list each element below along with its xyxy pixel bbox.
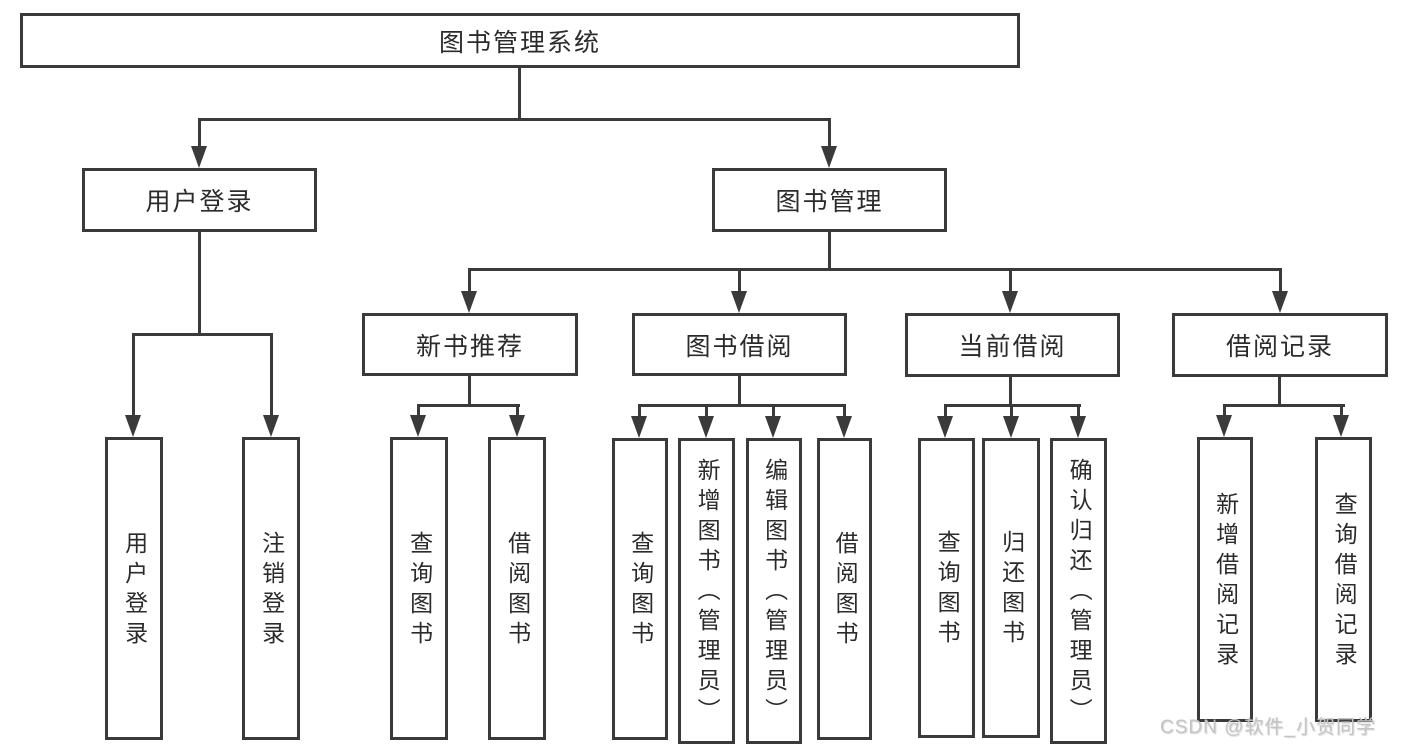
connector-line bbox=[468, 268, 1281, 271]
connector-line bbox=[638, 404, 641, 417]
connector-line bbox=[468, 376, 471, 406]
arrow-down-icon bbox=[821, 146, 837, 168]
arrow-down-icon bbox=[631, 416, 647, 438]
node-book-borrowing: 图书借阅 bbox=[632, 313, 847, 376]
connector-line bbox=[516, 404, 519, 416]
arrow-down-icon bbox=[937, 416, 953, 438]
connector-line bbox=[468, 268, 471, 293]
connector-line bbox=[828, 232, 831, 270]
connector-line bbox=[1009, 268, 1012, 293]
connector-line bbox=[705, 404, 708, 417]
leaf-logout: 注销登录 bbox=[242, 437, 300, 740]
connector-line bbox=[198, 232, 201, 335]
arrow-down-icon bbox=[125, 415, 141, 437]
arrow-down-icon bbox=[731, 291, 747, 313]
connector-line bbox=[270, 333, 273, 415]
node-current-borrowing: 当前借阅 bbox=[905, 313, 1120, 377]
connector-line bbox=[1278, 377, 1281, 406]
arrow-down-icon bbox=[191, 146, 207, 168]
connector-line bbox=[417, 404, 520, 407]
connector-line bbox=[772, 404, 775, 417]
connector-line bbox=[198, 118, 831, 121]
connector-line bbox=[828, 118, 831, 148]
connector-line bbox=[132, 333, 135, 415]
connector-line bbox=[1077, 404, 1080, 417]
arrow-down-icon bbox=[1272, 291, 1288, 313]
connector-line bbox=[132, 333, 273, 336]
node-user-login: 用户登录 bbox=[82, 168, 317, 232]
leaf-user-login: 用户登录 bbox=[105, 437, 163, 740]
leaf-borrow-books-recommend: 借阅图书 bbox=[488, 437, 546, 740]
watermark-text: CSDN @软件_小贺同学 bbox=[1160, 717, 1376, 738]
connector-line bbox=[738, 376, 741, 406]
leaf-query-borrow-record: 查询借阅记录 bbox=[1315, 437, 1372, 722]
connector-line bbox=[417, 404, 420, 416]
arrow-down-icon bbox=[698, 416, 714, 438]
arrow-down-icon bbox=[410, 415, 426, 437]
arrow-down-icon bbox=[1070, 416, 1086, 438]
node-new-book-recommendation: 新书推荐 bbox=[362, 313, 578, 376]
leaf-edit-book-admin: 编辑图书（管理员） bbox=[746, 438, 802, 744]
node-borrowing-records: 借阅记录 bbox=[1172, 313, 1388, 377]
leaf-query-books-borrowing: 查询图书 bbox=[612, 438, 668, 740]
arrow-down-icon bbox=[836, 416, 852, 438]
leaf-query-books-recommend: 查询图书 bbox=[390, 437, 448, 740]
connector-line bbox=[1223, 404, 1345, 407]
leaf-add-borrow-record: 新增借阅记录 bbox=[1197, 437, 1253, 722]
connector-line bbox=[1010, 404, 1013, 417]
arrow-down-icon bbox=[1333, 415, 1349, 437]
arrow-down-icon bbox=[1002, 291, 1018, 313]
connector-line bbox=[1340, 404, 1343, 416]
leaf-add-book-admin: 新增图书（管理员） bbox=[678, 438, 735, 744]
leaf-return-book: 归还图书 bbox=[982, 438, 1040, 738]
node-book-management: 图书管理 bbox=[712, 168, 947, 232]
leaf-confirm-return-admin: 确认归还（管理员） bbox=[1050, 438, 1107, 744]
connector-line bbox=[1223, 404, 1226, 416]
connector-line bbox=[843, 404, 846, 417]
connector-line bbox=[638, 404, 846, 407]
arrow-down-icon bbox=[461, 291, 477, 313]
connector-line bbox=[198, 118, 201, 148]
connector-line bbox=[944, 404, 947, 417]
connector-line bbox=[1009, 377, 1012, 406]
connector-line bbox=[518, 68, 521, 120]
arrow-down-icon bbox=[1003, 416, 1019, 438]
connector-line bbox=[738, 268, 741, 293]
arrow-down-icon bbox=[509, 415, 525, 437]
arrow-down-icon bbox=[1216, 415, 1232, 437]
connector-line bbox=[1279, 268, 1282, 293]
arrow-down-icon bbox=[765, 416, 781, 438]
node-library-management-system: 图书管理系统 bbox=[20, 13, 1020, 68]
leaf-query-books-current: 查询图书 bbox=[918, 438, 975, 738]
leaf-borrow-books-borrowing: 借阅图书 bbox=[817, 438, 872, 740]
arrow-down-icon bbox=[263, 415, 279, 437]
